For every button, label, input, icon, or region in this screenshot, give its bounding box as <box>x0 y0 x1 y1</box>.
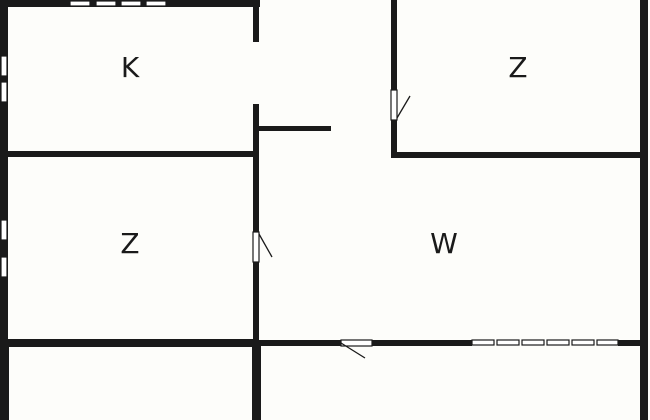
wall-bottom-right-b <box>618 340 648 346</box>
window-bottom-6 <box>596 339 619 346</box>
window-bottom-2 <box>496 339 520 346</box>
wall-bottom-mid <box>259 340 341 346</box>
wall-bottom-right-a <box>372 340 472 346</box>
wall-horizontal-k <box>0 151 259 157</box>
window-bottom-4 <box>546 339 570 346</box>
door-threshold-left <box>252 231 260 263</box>
windows <box>0 0 619 347</box>
wall-horizontal-z <box>391 152 648 158</box>
room-label-kitchen: K <box>120 51 140 84</box>
wall-lower-left <box>4 347 9 420</box>
door-threshold-z <box>390 89 398 121</box>
wall-vertical-left-mid <box>253 104 259 232</box>
window-bottom-1 <box>471 339 495 346</box>
wall-vertical-z-lower <box>391 120 397 158</box>
wall-bottom-left <box>0 339 259 347</box>
wall-lower-center <box>252 340 261 420</box>
wall-hallway-stub <box>259 126 331 131</box>
wall-right-outer <box>640 0 648 420</box>
window-top-3 <box>120 0 142 7</box>
window-top-1 <box>69 0 91 7</box>
door-swings <box>258 95 411 359</box>
window-bottom-5 <box>571 339 595 346</box>
wall-vertical-z-upper <box>391 0 397 90</box>
wall-left-outer <box>0 0 8 420</box>
window-left-1 <box>0 55 8 77</box>
window-top-2 <box>95 0 117 7</box>
wall-vertical-left-lower <box>253 262 259 347</box>
window-left-2 <box>0 81 8 103</box>
window-left-3 <box>0 219 8 241</box>
window-bottom-3 <box>521 339 545 346</box>
door-swing-bottom <box>340 342 366 359</box>
door-swing-z <box>396 95 411 119</box>
room-label-living: W <box>430 227 458 260</box>
door-threshold-bottom <box>340 339 373 347</box>
door-swing-left <box>258 233 273 258</box>
room-label-room-left: Z <box>120 227 140 260</box>
wall-vertical-left-upper <box>253 0 259 42</box>
room-label-room-top-right: Z <box>508 51 528 84</box>
window-left-4 <box>0 256 8 278</box>
window-top-4 <box>145 0 167 7</box>
